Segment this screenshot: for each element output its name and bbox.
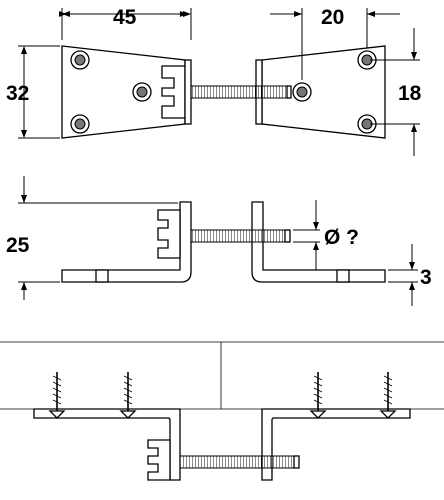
dim-slot-offset: 20 bbox=[321, 6, 344, 29]
dim-left-height: 32 bbox=[6, 82, 29, 105]
screw-icon bbox=[309, 372, 327, 419]
bolt-end bbox=[286, 85, 292, 99]
left-l-slot bbox=[157, 209, 181, 259]
top-view: 45 20 32 18 bbox=[6, 6, 422, 156]
dim-bolt-diameter: Ø ? bbox=[324, 226, 359, 249]
screw-icon bbox=[379, 372, 397, 419]
dim-top-width: 45 bbox=[113, 6, 137, 29]
screw-icon bbox=[48, 372, 66, 419]
right-plate-holes bbox=[292, 50, 377, 134]
left-plate-holes bbox=[70, 50, 152, 134]
right-bracket-tab bbox=[336, 269, 350, 283]
screw-icon bbox=[119, 372, 137, 419]
screws bbox=[48, 372, 397, 419]
dim-plate-thickness: 3 bbox=[420, 266, 432, 289]
installed-right-bracket bbox=[261, 408, 411, 481]
dim-side-height: 25 bbox=[6, 234, 30, 257]
side-bolt-end bbox=[284, 229, 291, 243]
left-bracket-lip bbox=[184, 59, 192, 125]
left-bracket-slot bbox=[161, 65, 186, 119]
threaded-bolt bbox=[190, 85, 288, 99]
side-view: 25 Ø ? 3 bbox=[6, 176, 432, 306]
left-l-bracket bbox=[61, 201, 192, 283]
side-threaded-bolt bbox=[190, 229, 286, 243]
installed-bolt-end bbox=[293, 455, 300, 469]
installed-left-slot bbox=[147, 439, 171, 481]
installed-left-bracket bbox=[33, 408, 181, 481]
installed-view bbox=[0, 341, 444, 481]
installed-bolt bbox=[179, 455, 295, 469]
dim-hole-spacing: 18 bbox=[398, 82, 422, 105]
left-bracket-tab bbox=[95, 269, 109, 283]
